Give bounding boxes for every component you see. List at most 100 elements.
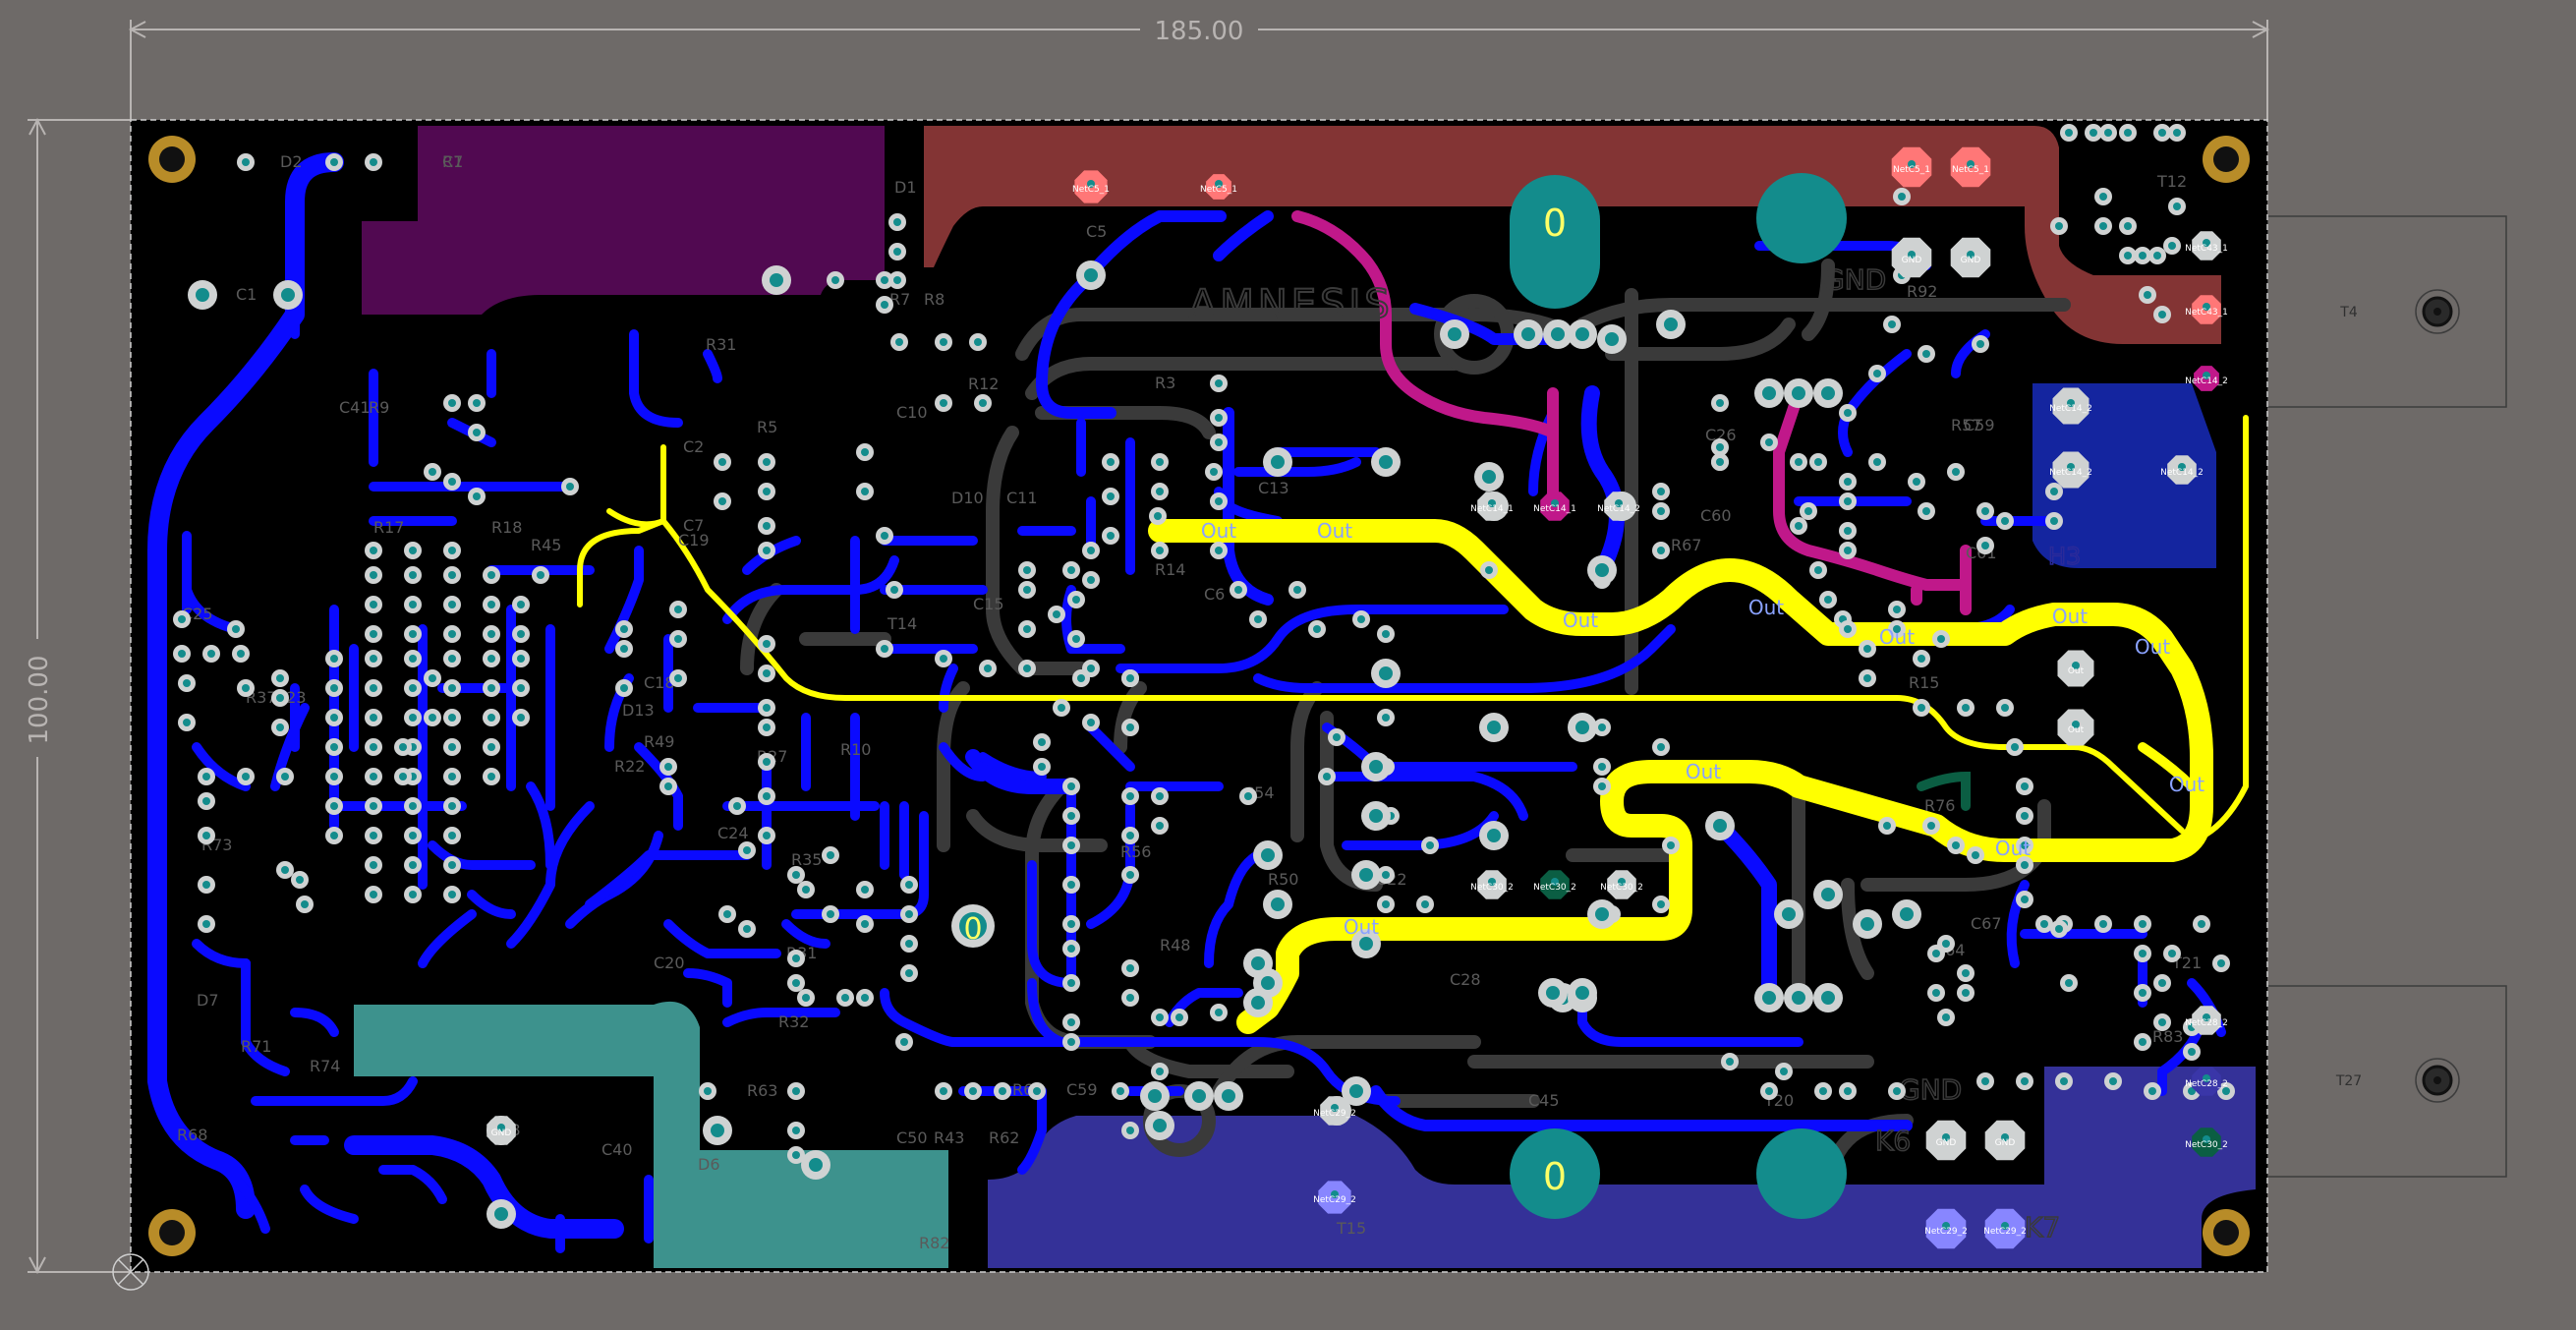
out-label: Out xyxy=(1748,596,1784,619)
ref-label: R76 xyxy=(1924,796,1955,815)
pad-drill xyxy=(1804,507,1812,515)
pad-drill xyxy=(1156,1068,1164,1075)
pad-drill xyxy=(1215,1009,1223,1016)
pad-drill xyxy=(281,866,289,874)
pad-drill xyxy=(1844,1087,1852,1095)
pad-drill xyxy=(487,601,495,608)
pad-drill xyxy=(1033,1087,1041,1095)
ref-label: R14 xyxy=(1155,560,1185,579)
pad-drill xyxy=(861,488,869,495)
net-pad-label: Out xyxy=(2068,666,2085,676)
transistor-pad xyxy=(1510,175,1600,309)
pad-drill xyxy=(330,684,338,692)
net-pad-drill xyxy=(1942,1222,1950,1230)
pad-drill xyxy=(1952,468,1960,476)
pad-drill xyxy=(2198,920,2205,928)
pad-drill xyxy=(202,920,210,928)
transistor-pad xyxy=(1756,173,1847,263)
zone-purple xyxy=(362,126,885,315)
pad-drill xyxy=(448,743,456,751)
pad-drill xyxy=(2001,517,2009,525)
pad-drill xyxy=(704,1087,712,1095)
net-pad-drill xyxy=(1488,878,1496,886)
pad-drill xyxy=(330,802,338,810)
pad-drill xyxy=(537,571,544,579)
pad-drill xyxy=(792,954,800,962)
ref-label: R74 xyxy=(310,1057,340,1075)
pad-drill xyxy=(1937,635,1945,643)
ref-label: R49 xyxy=(644,732,674,751)
pad-drill xyxy=(517,601,525,608)
net-pad-drill xyxy=(1967,251,1975,259)
pad-drill xyxy=(1765,438,1773,446)
large-pads xyxy=(188,260,1921,1229)
pad-drill xyxy=(674,674,682,682)
large-pad-drill xyxy=(1860,917,1874,931)
large-pad-drill xyxy=(1487,721,1501,734)
out-label: Out xyxy=(2169,773,2204,796)
net-pad-label: GND xyxy=(1936,1138,1957,1148)
ref-label: R12 xyxy=(968,375,999,393)
net-pad-drill xyxy=(1087,180,1095,188)
large-pad-drill xyxy=(1369,809,1383,823)
ref-label: C24 xyxy=(717,824,749,842)
large-pad-drill xyxy=(1546,986,1560,1000)
out-label: Out xyxy=(1995,837,2031,860)
ref-label: R62 xyxy=(989,1128,1019,1147)
pad-drill xyxy=(1814,566,1822,574)
origin-marker-icon xyxy=(112,1253,149,1291)
pad-drill xyxy=(1421,900,1429,908)
pad-drill xyxy=(429,714,436,722)
pad-drill xyxy=(1932,989,1940,997)
pad-drill xyxy=(448,773,456,781)
pad-drill xyxy=(895,338,903,346)
ref-label: C45 xyxy=(1528,1091,1560,1110)
pad-drill xyxy=(861,920,869,928)
ref-label: C2 xyxy=(683,437,704,456)
net-pad-label: NetC29_2 xyxy=(1313,1195,1356,1205)
pad-drill xyxy=(448,684,456,692)
ref-label: C18 xyxy=(644,673,675,692)
pad-drill xyxy=(893,218,901,226)
pad-drill xyxy=(1893,625,1901,633)
pad-drill xyxy=(1210,468,1218,476)
large-pad-drill xyxy=(1551,327,1565,341)
ref-label: C10 xyxy=(896,403,928,422)
net-pad-label: NetC28_2 xyxy=(2185,1018,2228,1028)
pad-drill xyxy=(2021,1077,2029,1085)
pad-drill xyxy=(1657,488,1665,495)
large-pad-drill xyxy=(1792,991,1805,1005)
pad-drill xyxy=(1716,458,1724,466)
pad-drill xyxy=(409,802,417,810)
pad-drill xyxy=(1038,763,1046,771)
ref-label: C1 xyxy=(236,285,257,304)
net-pad-drill xyxy=(1331,1190,1339,1198)
pad-drill xyxy=(301,900,309,908)
pad-drill xyxy=(399,743,407,751)
pad-drill xyxy=(409,832,417,839)
pad-drill xyxy=(1058,704,1065,712)
large-pad-drill xyxy=(196,288,209,302)
pad-drill xyxy=(448,601,456,608)
net-pad-label: NetC28_2 xyxy=(2185,1079,2228,1089)
pad-drill xyxy=(1023,625,1031,633)
pad-drill xyxy=(1072,635,1080,643)
pad-drill xyxy=(861,448,869,456)
net-pad-label: GND xyxy=(1902,256,1922,265)
pad-drill xyxy=(2124,252,2132,260)
ref-label: R45 xyxy=(531,536,561,554)
large-pad-drill xyxy=(1821,386,1835,400)
pad-drill xyxy=(1795,458,1803,466)
ref-label: D13 xyxy=(622,701,655,720)
large-pad-drill xyxy=(494,1207,508,1221)
large-pad-drill xyxy=(1575,327,1589,341)
pad-drill xyxy=(517,655,525,663)
net-pad-drill xyxy=(2067,463,2075,471)
large-pad-drill xyxy=(1821,991,1835,1005)
output-track-widen xyxy=(2138,742,2197,791)
pad-drill xyxy=(1918,704,1925,712)
h3-label: H3 xyxy=(2048,543,2081,570)
